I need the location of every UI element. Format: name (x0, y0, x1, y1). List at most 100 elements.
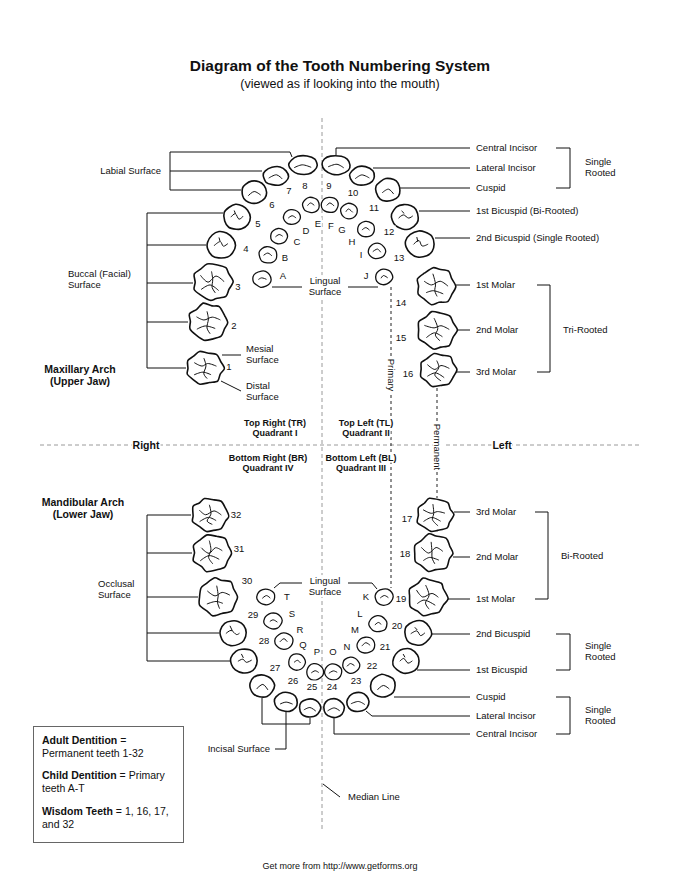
tooth-number-box: 12 (383, 227, 396, 238)
tooth-outline (263, 167, 288, 186)
tooth-outline (192, 499, 229, 532)
tooth (250, 675, 275, 697)
tooth (259, 247, 277, 263)
tooth-number-box: 26 (287, 676, 300, 687)
tooth-groove (294, 165, 311, 168)
tooth-number-box: 22 (366, 661, 379, 672)
leader-line (556, 697, 570, 734)
tooth (376, 269, 393, 285)
tooth (368, 243, 385, 258)
tooth-number-box: 27 (269, 663, 282, 674)
tooth-groove (212, 271, 216, 293)
tooth-outline (324, 699, 345, 718)
tooth-number-box: 16 (402, 369, 415, 380)
tooth-outline (264, 613, 282, 629)
footer-note-box: Get more from http://www.getforms.org (261, 861, 418, 871)
leader-line (457, 330, 470, 331)
tooth-letter-box: R (296, 625, 305, 636)
subtitle: (viewed as if looking into the mouth) (239, 77, 440, 91)
tooth-groove (207, 505, 212, 525)
tooth (405, 231, 434, 257)
side-label: Left (491, 439, 512, 451)
tooth-groove (207, 311, 210, 333)
tooth (350, 166, 375, 185)
tooth-outline (220, 621, 246, 646)
tooth-letter: Q (298, 639, 307, 650)
quadrant-label: Top Left (TL) Quadrant II (338, 418, 394, 438)
tooth (193, 535, 232, 572)
tooth-outline (409, 578, 448, 616)
tooth-groove (288, 216, 296, 218)
tooth (289, 156, 318, 174)
subtitle-box: (viewed as if looking into the mouth) (239, 77, 440, 91)
callout-label: Distal Surface (245, 380, 280, 402)
tooth-groove (417, 600, 435, 605)
callout-label-box: 1st Molar (475, 280, 516, 291)
tooth-letter-box: K (362, 592, 370, 603)
leader-line (170, 171, 262, 172)
callout-label: Lateral Incisor (475, 162, 537, 173)
tooth-number-box: 23 (350, 676, 363, 687)
tooth (421, 353, 457, 386)
tooth (371, 674, 395, 697)
callout-label: Tri-Rooted (562, 324, 609, 335)
tooth-outline (417, 498, 454, 531)
tooth-outline (253, 271, 271, 287)
tooth (192, 499, 229, 532)
callout-label-box: 3rd Molar (475, 507, 517, 518)
tooth-number-box: 7 (285, 186, 292, 197)
tooth-number-box: 20 (391, 621, 404, 632)
tooth (264, 613, 282, 629)
tooth-number: 6 (268, 199, 275, 210)
leader-line (147, 245, 206, 246)
leader-line (147, 661, 230, 662)
tooth-groove (433, 274, 437, 297)
tooth-number-box: 28 (258, 636, 271, 647)
leader-line (147, 515, 191, 516)
tooth-groove (377, 685, 389, 689)
leader-line (394, 697, 470, 698)
tooth-letter-box: A (279, 271, 287, 282)
diagram-title: Diagram of the Tooth Numbering System (190, 57, 490, 75)
tooth-letter: H (348, 236, 357, 247)
tooth-number: 23 (350, 675, 363, 686)
tooth (275, 633, 293, 649)
leader-line (435, 238, 470, 239)
leader-line (147, 368, 186, 369)
tooth-letter-box: N (343, 642, 352, 653)
tooth-number: 12 (383, 226, 396, 237)
tooth-number-box: 1 (225, 362, 232, 373)
tooth-number-box: 19 (395, 594, 408, 605)
leader-line (454, 512, 470, 513)
leader-line (432, 634, 470, 635)
tooth (418, 311, 457, 349)
tooth-letter-box: Q (298, 640, 307, 651)
tooth-letter: F (327, 220, 335, 231)
callout-label-box: 1st Bicuspid (475, 665, 528, 676)
tooth-outline (274, 692, 297, 711)
tooth-number: 28 (258, 635, 271, 646)
tooth-number: 24 (326, 681, 339, 692)
tooth-groove (241, 654, 243, 658)
tooth-outline (371, 674, 395, 697)
tooth-groove (270, 620, 278, 622)
tooth-number: 5 (254, 218, 261, 229)
tooth-groove (434, 318, 440, 341)
callout-label-box: Labial Surface (99, 166, 162, 177)
tooth (357, 637, 375, 653)
callout-label: Single Rooted (584, 704, 617, 726)
tooth-groove (400, 658, 413, 663)
tooth (324, 699, 345, 718)
tooth (300, 699, 321, 717)
tooth-groove (264, 253, 272, 256)
tooth-letter: R (296, 624, 305, 635)
tooth-groove (307, 203, 314, 206)
tooth-number-box: 11 (368, 203, 380, 214)
quadrant-label-box: Bottom Left (BL) Quadrant III (314, 453, 409, 474)
tooth-number-box: 10 (347, 188, 360, 199)
callout-label: Single Rooted (584, 640, 617, 662)
tooth-number-box: 9 (325, 181, 332, 192)
callout-label: 2nd Molar (475, 551, 519, 562)
tooth-groove (209, 541, 213, 564)
tooth-groove (207, 601, 223, 604)
